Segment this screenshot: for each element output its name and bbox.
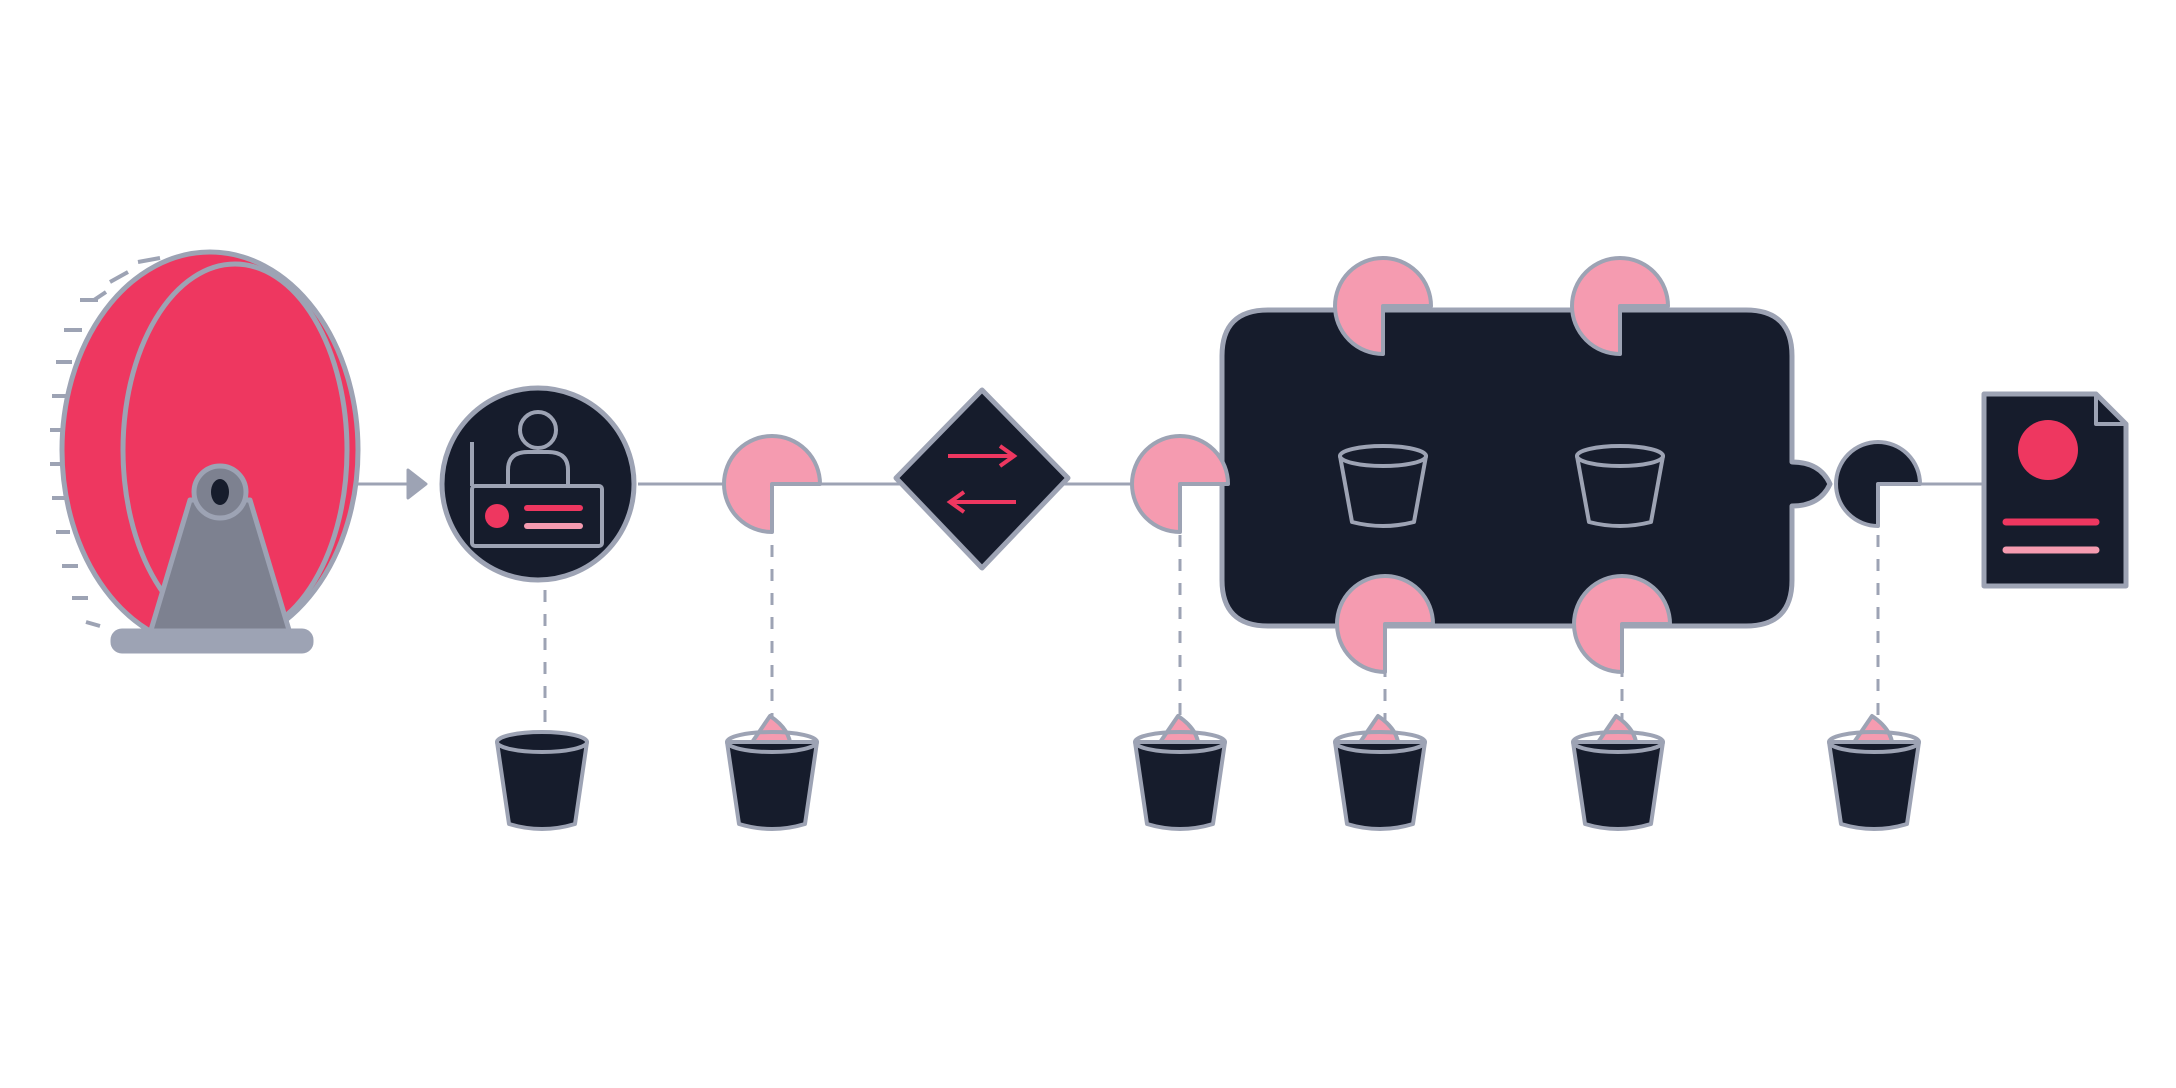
bucket-5 (1571, 714, 1665, 831)
person-at-desk-icon (439, 385, 637, 583)
drop-lines (543, 365, 1880, 740)
bucket-rim (1571, 730, 1665, 754)
bucket-row (495, 714, 1921, 831)
bucket-3 (1133, 714, 1227, 831)
bucket-6 (1827, 714, 1921, 831)
bucket-4 (1333, 714, 1427, 831)
bucket-icon (1333, 740, 1427, 831)
pie-slice-icon (1130, 434, 1230, 534)
pie-slice-icon (1570, 256, 1670, 356)
wheel-axle (211, 479, 229, 505)
inner-bucket-1 (1338, 444, 1428, 528)
arrow-right-icon (406, 468, 428, 500)
bucket-rim (1827, 730, 1921, 754)
bucket-rim (725, 730, 819, 754)
inner-bucket-2 (1575, 444, 1665, 528)
bucket-icon (495, 740, 589, 831)
bucket-rim (495, 730, 589, 754)
bucket-icon (1571, 740, 1665, 831)
pie-slice-icon (722, 434, 822, 534)
pie-slice-icon (1333, 256, 1433, 356)
bucket-icon (1827, 740, 1921, 831)
dark-pie-icon (1834, 440, 1922, 528)
bucket-1 (495, 730, 589, 831)
dark-container-icon (1219, 307, 1833, 629)
document-icon (1981, 391, 2129, 589)
pie-slice-icon (1335, 574, 1435, 674)
swap-arrows-icon (893, 387, 1071, 571)
wheel-base (110, 628, 314, 654)
hamster-wheel-icon (50, 249, 361, 654)
bucket-rim (1333, 730, 1427, 754)
pie-slice-icon (1572, 574, 1672, 674)
bucket-rim (1133, 730, 1227, 754)
bucket-2 (725, 714, 819, 831)
bucket-icon (725, 740, 819, 831)
bucket-icon (1133, 740, 1227, 831)
